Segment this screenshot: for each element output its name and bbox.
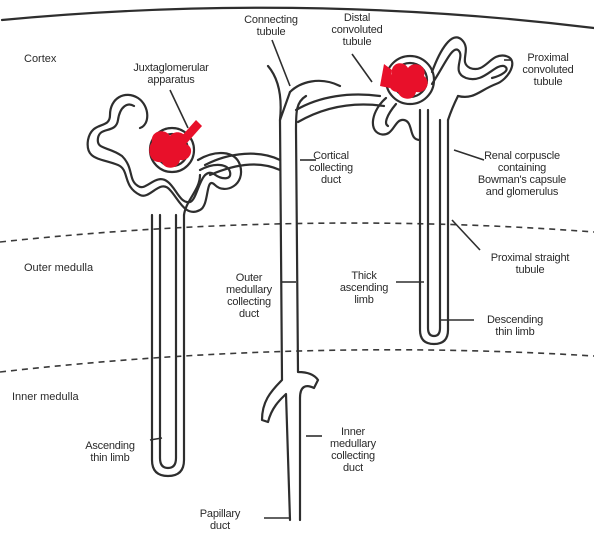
label-cortical-collecting-duct: Cortical collecting duct — [296, 150, 366, 186]
label-outer-medullary-collecting-duct: Outer medullary collecting duct — [212, 272, 286, 320]
label-proximal-straight-tubule: Proximal straight tubule — [474, 252, 586, 276]
zone-label-cortex: Cortex — [24, 53, 56, 65]
zone-label-inner-medulla: Inner medulla — [12, 391, 79, 403]
label-ascending-thin-limb: Ascending thin limb — [70, 440, 150, 464]
label-juxtaglomerular-apparatus: Juxtaglomerular apparatus — [116, 62, 226, 86]
label-descending-thin-limb: Descending thin limb — [470, 314, 560, 338]
label-papillary-duct: Papillary duct — [180, 508, 260, 532]
label-proximal-convoluted-tubule: Proximal convoluted tubule — [508, 52, 588, 88]
label-renal-corpuscle: Renal corpuscle containing Bowman's caps… — [466, 150, 578, 198]
label-inner-medullary-collecting-duct: Inner medullary collecting duct — [314, 426, 392, 474]
label-thick-ascending-limb: Thick ascending limb — [330, 270, 398, 306]
label-distal-convoluted-tubule: Distal convoluted tubule — [320, 12, 394, 48]
label-connecting-tubule: Connecting tubule — [228, 14, 314, 38]
zone-label-outer-medulla: Outer medulla — [24, 262, 93, 274]
